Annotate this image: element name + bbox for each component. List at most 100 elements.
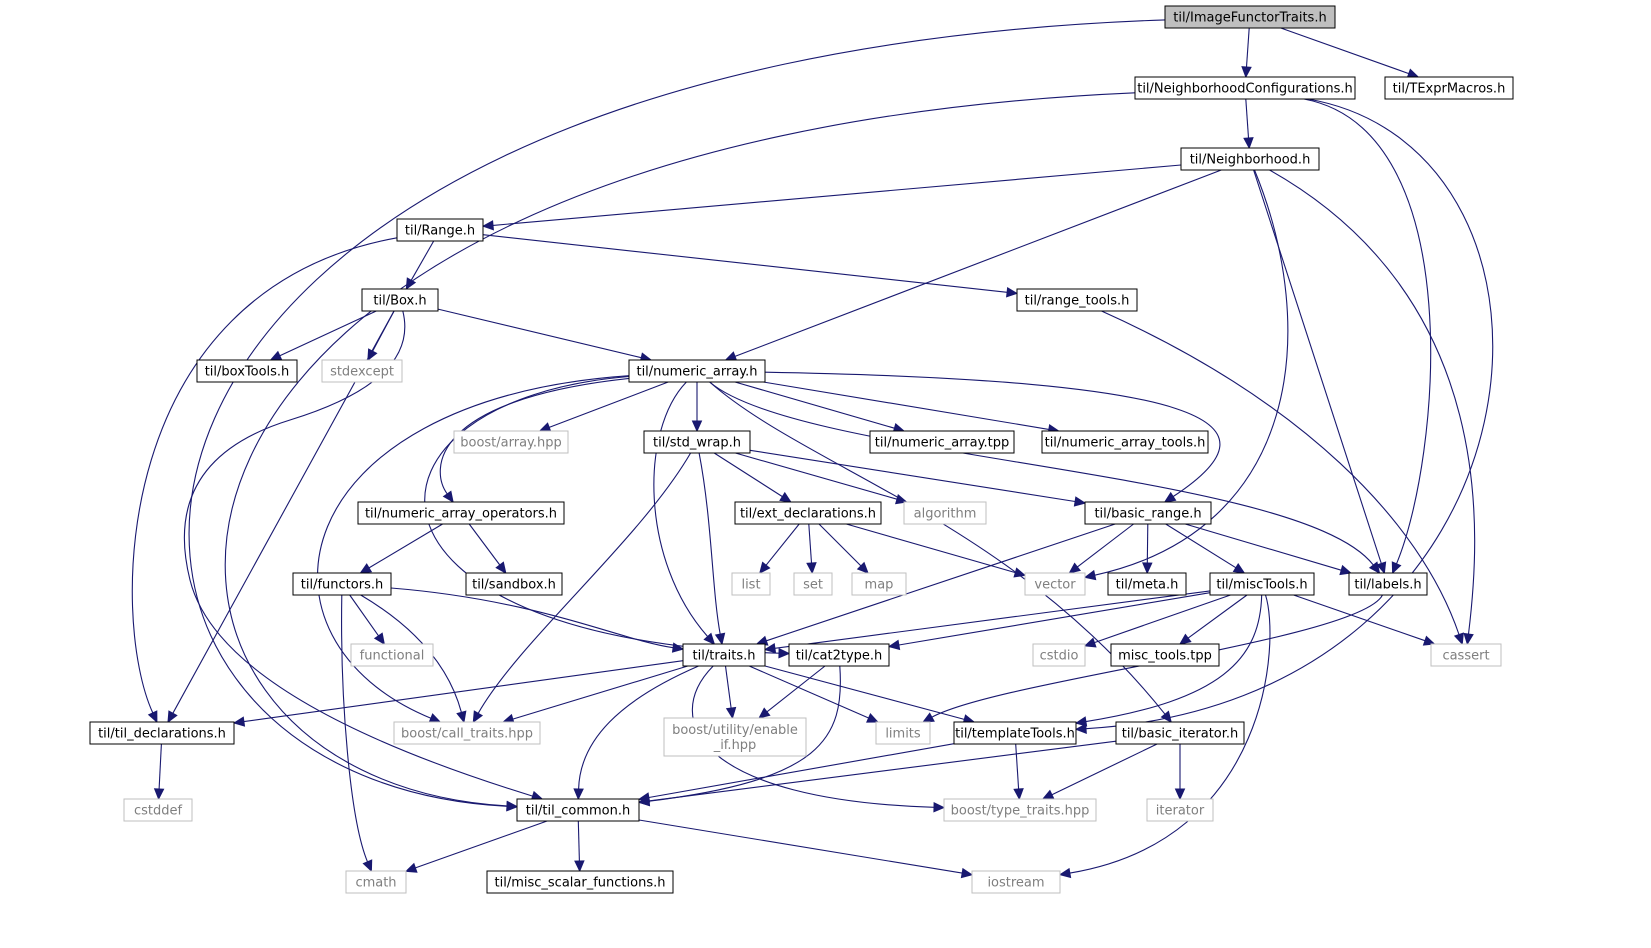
node-vector: vector <box>1024 572 1086 596</box>
node-label: til/numeric_array.tpp <box>875 436 1009 451</box>
edge-arrowhead <box>1241 66 1252 79</box>
edge-line <box>1280 27 1409 75</box>
edge-box-to-numarr <box>437 308 653 363</box>
edge-misctools-to-traits <box>763 590 1211 654</box>
node-box <box>1146 798 1214 822</box>
node-tildecl[interactable]: til/til_declarations.h <box>89 721 235 745</box>
node-algorithm: algorithm <box>903 501 987 525</box>
node-box <box>361 288 439 312</box>
node-templatetools[interactable]: til/templateTools.h <box>953 721 1077 745</box>
node-label: til/TExprMacros.h <box>1393 82 1506 97</box>
node-box <box>345 870 407 894</box>
node-numarrtpp[interactable]: til/numeric_array.tpp <box>869 430 1015 454</box>
edge-extdecl-to-map <box>818 523 869 574</box>
node-stdwrap[interactable]: til/std_wrap.h <box>643 430 751 454</box>
edge-arrowhead <box>1453 632 1464 646</box>
node-texpr[interactable]: til/TExprMacros.h <box>1384 76 1514 100</box>
edge-arrowhead <box>1074 723 1087 734</box>
node-cat2type[interactable]: til/cat2type.h <box>788 643 890 667</box>
node-rangetools[interactable]: til/range_tools.h <box>1016 288 1138 312</box>
node-nbconf[interactable]: til/NeighborhoodConfigurations.h <box>1134 76 1356 100</box>
edge-line <box>1293 594 1426 642</box>
edge-arrowhead <box>153 788 165 801</box>
edge-line <box>698 452 721 635</box>
edge-traits-to-tildecl <box>232 660 684 727</box>
edge-arrowhead <box>725 706 737 720</box>
node-label: vector <box>1034 578 1076 593</box>
node-miscscalar[interactable]: til/misc_scalar_functions.h <box>486 870 674 894</box>
node-labels[interactable]: til/labels.h <box>1348 572 1428 596</box>
edge-numarrops-to-sandbox <box>468 523 507 574</box>
node-functors[interactable]: til/functors.h <box>292 572 392 596</box>
node-extdecl[interactable]: til/ext_declarations.h <box>734 501 882 525</box>
edge-arrowhead <box>1174 788 1186 801</box>
node-limits: limits <box>875 721 931 745</box>
edge-root-to-tilcommon <box>188 19 1166 812</box>
edge-line <box>224 92 1136 807</box>
edge-line <box>724 665 732 709</box>
edge-traits-to-limits <box>748 665 879 723</box>
edge-tildecl-to-cstddef <box>153 743 165 801</box>
edge-arrowhead <box>1422 635 1436 646</box>
node-numarr[interactable]: til/numeric_array.h <box>628 359 766 383</box>
node-box <box>1430 643 1502 667</box>
node-boxtools[interactable]: til/boxTools.h <box>196 359 298 383</box>
edge-arrowhead <box>887 639 901 651</box>
edge-line <box>1245 98 1250 139</box>
node-root[interactable]: til/ImageFunctorTraits.h <box>1164 5 1336 29</box>
node-label: cassert <box>1442 649 1489 664</box>
node-numarrops[interactable]: til/numeric_array_operators.h <box>357 501 565 525</box>
edge-line <box>188 19 1166 807</box>
node-traits[interactable]: til/traits.h <box>682 643 766 667</box>
node-sandbox[interactable]: til/sandbox.h <box>465 572 563 596</box>
edge-traits-to-calltraits <box>502 665 688 724</box>
node-misctoolstpp[interactable]: misc_tools.tpp <box>1110 643 1220 667</box>
node-basiciter[interactable]: til/basic_iterator.h <box>1115 721 1245 745</box>
edge-line <box>1245 27 1250 68</box>
node-box[interactable]: til/Box.h <box>361 288 439 312</box>
edge-numarr-to-labels <box>709 381 1381 574</box>
node-box <box>453 430 569 454</box>
edge-arrowhead <box>724 351 738 362</box>
edge-line <box>653 381 709 637</box>
edge-arrowhead <box>1243 137 1254 150</box>
edge-line <box>512 665 688 720</box>
node-range[interactable]: til/Range.h <box>396 218 484 242</box>
node-nbh[interactable]: til/Neighborhood.h <box>1180 147 1320 171</box>
node-basicrange[interactable]: til/basic_range.h <box>1084 501 1212 525</box>
node-label: til/functors.h <box>301 578 383 593</box>
node-box <box>357 501 565 525</box>
edge-arrowhead <box>1058 867 1072 879</box>
node-box <box>1209 572 1315 596</box>
edge-arrowhead <box>1083 569 1097 581</box>
edge-line <box>577 820 580 862</box>
node-enableif: boost/utility/enable_if.hpp <box>663 717 807 757</box>
node-box <box>321 359 403 383</box>
node-meta[interactable]: til/meta.h <box>1107 572 1187 596</box>
edge-arrowhead <box>866 712 879 723</box>
node-numarrtools[interactable]: til/numeric_array_tools.h <box>1041 430 1209 454</box>
node-boostarray: boost/array.hpp <box>453 430 569 454</box>
node-label: til/meta.h <box>1116 578 1179 593</box>
edge-line <box>1051 743 1158 796</box>
node-label: til/misc_scalar_functions.h <box>495 876 666 891</box>
node-label: iterator <box>1156 804 1205 819</box>
node-misctools[interactable]: til/miscTools.h <box>1209 572 1315 596</box>
edge-line <box>1101 310 1460 635</box>
edge-arrowhead <box>495 561 507 574</box>
node-box <box>731 572 771 596</box>
edge-line <box>648 743 955 799</box>
edge-arrowhead <box>1013 567 1027 578</box>
node-iostream: iostream <box>971 870 1061 894</box>
edge-arrowhead <box>456 710 467 724</box>
node-tilcommon[interactable]: til/til_common.h <box>516 798 640 822</box>
node-box <box>1134 76 1356 100</box>
edge-arrowhead <box>933 802 946 813</box>
edge-line <box>1069 594 1271 874</box>
edge-basicrange-to-labels <box>1185 523 1352 576</box>
edge-arrowhead <box>778 647 791 659</box>
edge-line <box>390 587 674 649</box>
node-label: til/boxTools.h <box>205 365 290 380</box>
edge-arrowhead <box>1391 561 1402 575</box>
edge-line <box>341 594 369 863</box>
